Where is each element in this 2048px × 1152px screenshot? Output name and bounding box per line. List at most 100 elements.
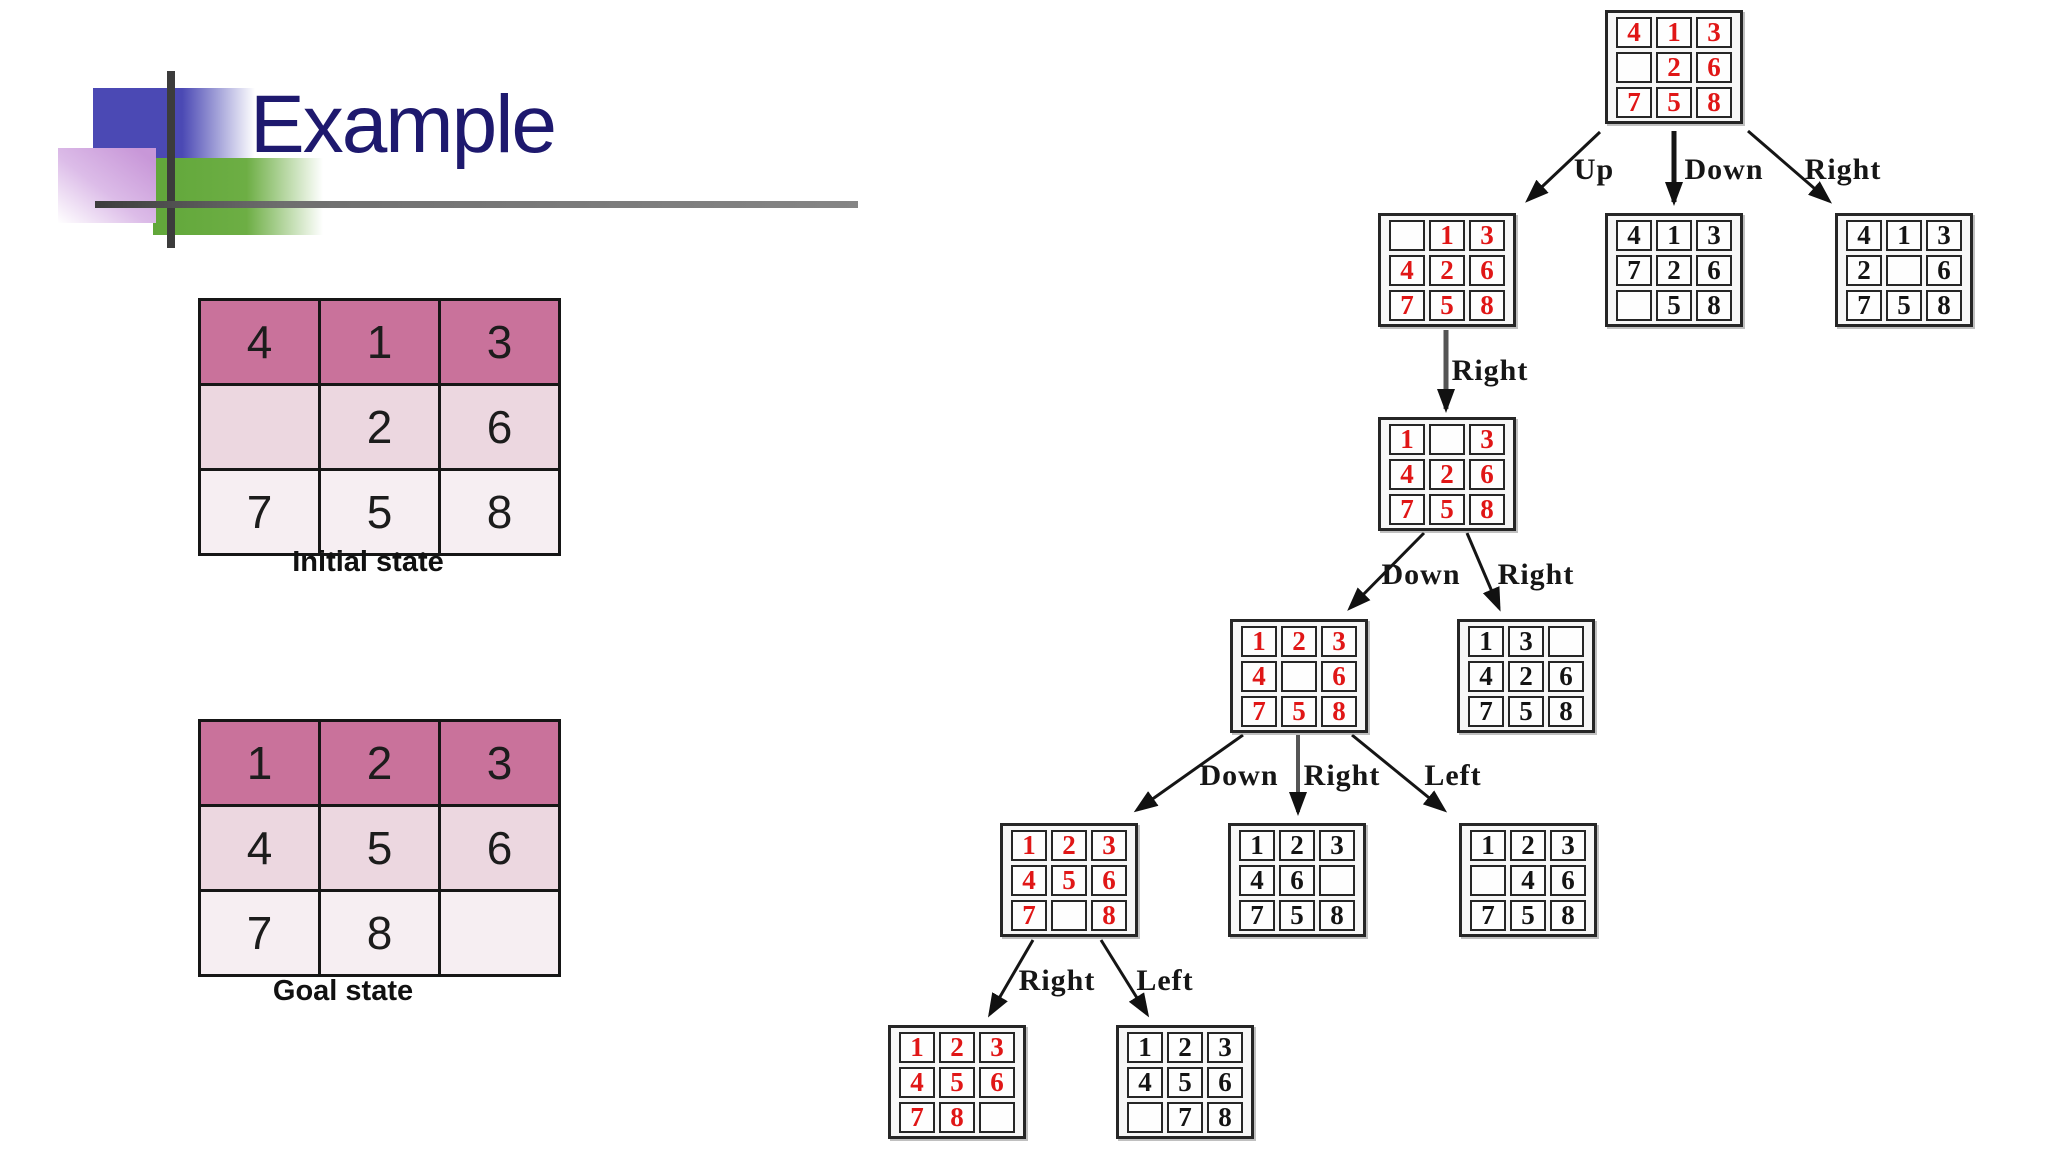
blank-tile — [1548, 625, 1584, 657]
tree-edge-l2-down — [1347, 531, 1426, 611]
tile-8: 8 — [1319, 899, 1355, 931]
tile-4: 4 — [899, 1066, 935, 1098]
tile-2: 2 — [1279, 829, 1315, 861]
tile-5: 5 — [1429, 289, 1465, 321]
tile-6: 6 — [1548, 660, 1584, 692]
tile-1: 1 — [1127, 1031, 1163, 1063]
tile-2: 2 — [1281, 625, 1317, 657]
tile-2: 2 — [1429, 458, 1465, 490]
tile-6: 6 — [979, 1066, 1015, 1098]
tile-1: 1 — [1389, 423, 1425, 455]
tile-7: 7 — [1389, 289, 1425, 321]
move-label-l4-right: Right — [1018, 964, 1096, 997]
tile-2: 2 — [1429, 254, 1465, 286]
blank-tile — [1319, 864, 1355, 896]
tile-7: 7 — [1241, 695, 1277, 727]
tile-5: 5 — [1279, 899, 1315, 931]
tile-7: 7 — [1616, 86, 1652, 118]
state-cell-blank — [438, 889, 561, 977]
blank-tile — [1281, 660, 1317, 692]
tile-8: 8 — [1696, 86, 1732, 118]
move-label-l4-left: Left — [1136, 964, 1194, 997]
tile-7: 7 — [899, 1101, 935, 1133]
tile-1: 1 — [1239, 829, 1275, 861]
title-underline — [95, 201, 858, 208]
tile-6: 6 — [1696, 254, 1732, 286]
state-cell-blank — [198, 383, 321, 471]
tile-5: 5 — [1510, 899, 1546, 931]
tile-5: 5 — [1656, 86, 1692, 118]
tile-2: 2 — [1510, 829, 1546, 861]
tile-2: 2 — [939, 1031, 975, 1063]
tile-5: 5 — [1051, 864, 1087, 896]
tile-6: 6 — [1279, 864, 1315, 896]
tile-4: 4 — [1616, 16, 1652, 48]
state-cell-2: 2 — [318, 383, 441, 471]
tile-8: 8 — [1207, 1101, 1243, 1133]
tile-4: 4 — [1846, 219, 1882, 251]
tile-7: 7 — [1468, 695, 1504, 727]
tile-2: 2 — [1051, 829, 1087, 861]
blank-tile — [1127, 1101, 1163, 1133]
tile-4: 4 — [1127, 1066, 1163, 1098]
state-cell-5: 5 — [318, 804, 441, 892]
state-cell-6: 6 — [438, 804, 561, 892]
state-cell-3: 3 — [438, 719, 561, 807]
tile-4: 4 — [1241, 660, 1277, 692]
tile-7: 7 — [1239, 899, 1275, 931]
tile-2: 2 — [1846, 254, 1882, 286]
tree-edge-l3-left — [1351, 733, 1448, 813]
state-cell-3: 3 — [438, 298, 561, 386]
tile-1: 1 — [1656, 16, 1692, 48]
move-label-l2-right: Right — [1497, 558, 1575, 591]
tile-6: 6 — [1469, 254, 1505, 286]
tile-5: 5 — [1167, 1066, 1203, 1098]
tile-1: 1 — [1468, 625, 1504, 657]
goal-state-caption: Goal state — [272, 975, 414, 1007]
blank-tile — [1429, 423, 1465, 455]
tile-5: 5 — [1886, 289, 1922, 321]
move-label-l3-left: Left — [1424, 759, 1482, 792]
tile-8: 8 — [939, 1101, 975, 1133]
tile-6: 6 — [1091, 864, 1127, 896]
move-label-root-up: Up — [1573, 153, 1615, 186]
blank-tile — [1886, 254, 1922, 286]
state-cell-4: 4 — [198, 804, 321, 892]
state-cell-8: 8 — [318, 889, 441, 977]
blank-tile — [1616, 51, 1652, 83]
state-cell-7: 7 — [198, 468, 321, 556]
tile-4: 4 — [1616, 219, 1652, 251]
decoration-purple-square — [58, 148, 156, 223]
blank-tile — [1051, 899, 1087, 931]
tile-6: 6 — [1469, 458, 1505, 490]
tile-1: 1 — [1886, 219, 1922, 251]
tile-5: 5 — [1429, 493, 1465, 525]
tile-8: 8 — [1926, 289, 1962, 321]
blank-tile — [1616, 289, 1652, 321]
state-cell-4: 4 — [198, 298, 321, 386]
tile-2: 2 — [1656, 51, 1692, 83]
decoration-vertical-line — [167, 71, 175, 248]
tile-3: 3 — [1469, 423, 1505, 455]
tile-1: 1 — [1011, 829, 1047, 861]
tile-2: 2 — [1508, 660, 1544, 692]
move-label-l2-down: Down — [1381, 558, 1461, 591]
state-cell-1: 1 — [198, 719, 321, 807]
tile-3: 3 — [1319, 829, 1355, 861]
tile-8: 8 — [1469, 289, 1505, 321]
tree-edge-l2-right — [1465, 532, 1501, 612]
tile-1: 1 — [1241, 625, 1277, 657]
